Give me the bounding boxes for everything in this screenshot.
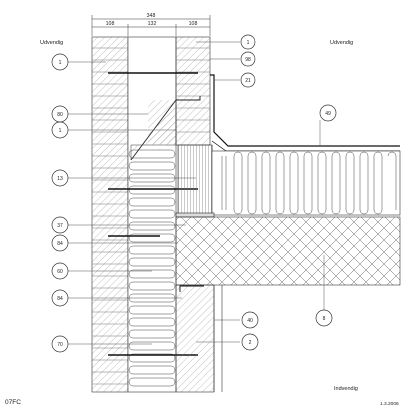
outer-leaf-joints	[92, 47, 128, 385]
callout-bubble	[51, 289, 69, 307]
callout-number: 49	[325, 111, 331, 117]
cavity-insulation	[127, 36, 177, 393]
outside-label-right: Udvendig	[330, 40, 353, 46]
callout-number: 37	[57, 223, 63, 229]
callout-bubble	[51, 53, 69, 71]
callout-number: 8	[323, 316, 326, 322]
callouts-left: 1 80 1 13 37 84 60 84 70	[51, 53, 69, 353]
dim-right: 108	[189, 21, 198, 27]
upper-inner-brick-leaf	[175, 36, 211, 146]
callout-bubble	[51, 335, 69, 353]
dim-middle: 132	[148, 21, 157, 27]
callout-bubble	[51, 121, 69, 139]
callout-number: 40	[247, 318, 253, 324]
callout-number: 1	[59, 60, 62, 66]
callout-number: 70	[57, 342, 63, 348]
callout-bubble	[51, 262, 69, 280]
callout-number: 98	[245, 57, 251, 63]
flashing-profile	[210, 74, 400, 147]
callout-number: 84	[57, 296, 63, 302]
concrete-roof-slab	[175, 216, 401, 286]
dim-left: 108	[106, 21, 115, 27]
leader-lines	[68, 41, 325, 345]
callout-number: 84	[57, 241, 63, 247]
upper-inner-joints	[176, 47, 210, 133]
inside-label: Indvendig	[334, 386, 358, 392]
callout-number: 60	[57, 269, 63, 275]
callout-bubble	[315, 309, 333, 327]
callout-number: 80	[57, 112, 63, 118]
vapour-barrier	[175, 212, 215, 218]
lower-leaf-top-flashing	[179, 285, 204, 292]
callout-number: 1	[59, 128, 62, 134]
callout-bubble	[240, 34, 256, 50]
callout-bubble	[51, 169, 69, 187]
lower-inner-leaf	[175, 284, 215, 393]
outside-label-left: Udvendig	[40, 40, 63, 46]
dimension-chain: 348 108 132 108	[91, 13, 211, 36]
callout-number: 2	[249, 340, 252, 346]
callout-bubble	[319, 104, 337, 122]
callout-bubble	[51, 234, 69, 252]
drawing-code: 07FC	[5, 399, 21, 406]
callouts-right: 1 98 21 49 8 40 2	[240, 34, 337, 351]
callout-number: 21	[245, 78, 251, 84]
callout-bubble	[240, 51, 256, 67]
callout-bubble	[240, 72, 256, 88]
callout-bubble	[51, 216, 69, 234]
callout-bubble	[241, 311, 259, 329]
outer-brick-leaf	[91, 36, 129, 393]
dim-total: 348	[147, 13, 156, 19]
drawing-date: 1.3.2006	[380, 401, 399, 407]
callout-number: 13	[57, 176, 63, 182]
roof-insulation	[211, 150, 401, 216]
callout-number: 1	[247, 40, 250, 46]
callout-bubble	[241, 333, 259, 351]
upstand-board	[177, 144, 213, 216]
